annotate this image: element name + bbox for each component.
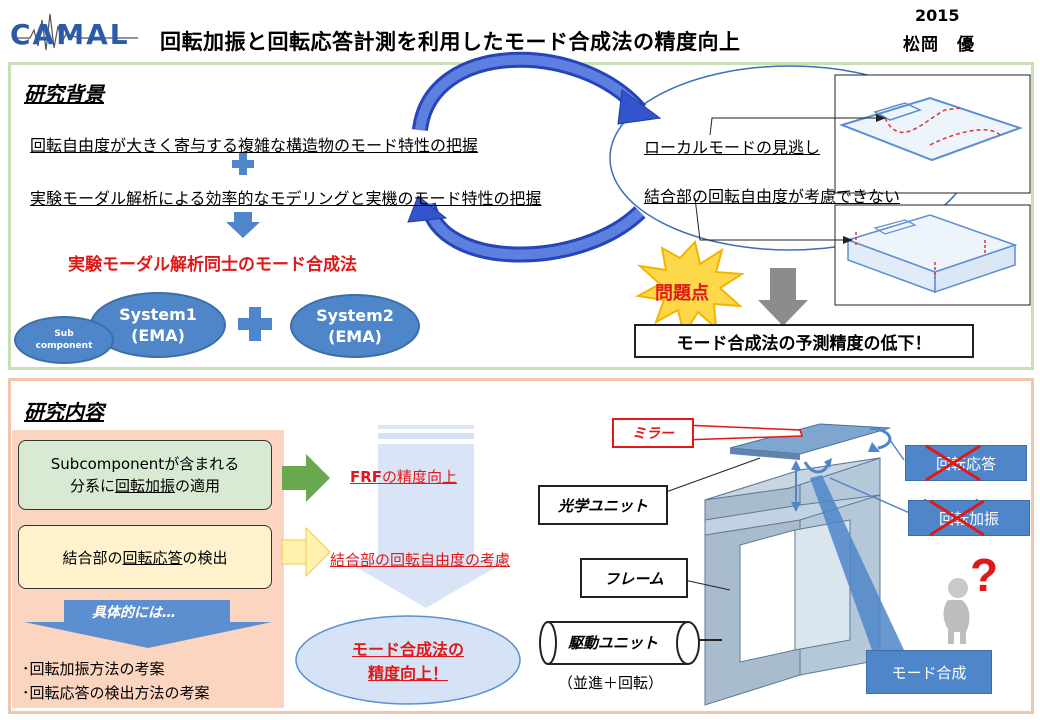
- optical-unit-label: 光学ユニット: [557, 496, 648, 515]
- optical-unit-label-box: 光学ユニット: [538, 485, 668, 525]
- rotational-response-label: 回転応答: [935, 454, 996, 473]
- problem-local-mode: ローカルモードの見逃し: [644, 138, 821, 157]
- mode-synthesis-box: モード合成: [866, 650, 992, 694]
- bullet-excitation-method: ･回転加振方法の考案: [22, 660, 165, 678]
- author: 松岡 優: [903, 35, 975, 55]
- problem-badge: 問題点: [655, 283, 709, 304]
- method-label: 実験モーダル解析同士のモード合成法: [68, 255, 357, 275]
- rotational-excitation-task: Subcomponentが含まれる 分系に回転加振の適用: [18, 440, 272, 510]
- subcomponent-ellipse: Sub component: [14, 316, 114, 364]
- bullet-response-method: ･回転応答の検出方法の考案: [22, 684, 210, 702]
- goal-line1: モード合成法の: [351, 640, 464, 659]
- content-heading: 研究内容: [24, 400, 104, 424]
- rotational-excitation-box: 回転加振: [908, 500, 1030, 536]
- subcomponent-label: Sub component: [35, 329, 93, 351]
- task1-ul: 回転加振: [114, 477, 175, 495]
- rotational-excitation-label: 回転加振: [938, 509, 999, 528]
- frf-label: FRF: [350, 468, 383, 486]
- task2-pre: 結合部の: [62, 548, 123, 567]
- task1-line1: Subcomponentが含まれる: [50, 455, 240, 473]
- question-mark-icon: ?: [970, 549, 999, 601]
- goal-line2: 精度向上！: [367, 664, 448, 683]
- background-line2: 実験モーダル解析による効率的なモデリングと実機のモード特性の把握: [30, 189, 542, 208]
- system1-label: System1: [119, 305, 197, 324]
- frame-label-box: フレーム: [580, 558, 688, 598]
- logo-waveform: [12, 13, 138, 51]
- conclusion-box: モード合成法の予測精度の低下！: [634, 324, 974, 358]
- mirror-label-box: ミラー: [612, 418, 694, 448]
- joint-rotation-result: 結合部の回転自由度の考慮: [330, 551, 511, 569]
- task1-post: の適用: [175, 477, 221, 495]
- task2-post: の検出: [182, 548, 228, 567]
- frf-post: の精度向上: [382, 468, 458, 486]
- drive-unit-label: 駆動ユニット: [568, 634, 659, 652]
- background-heading: 研究背景: [24, 82, 104, 106]
- page-title: 回転加振と回転応答計測を利用したモード合成法の精度向上: [160, 30, 741, 54]
- drive-unit-sub: （並進＋回転）: [558, 674, 664, 692]
- task1-line2: 分系に回転加振の適用: [70, 475, 220, 497]
- mode-synthesis-label: モード合成: [891, 663, 967, 682]
- camal-logo: CAMAL: [10, 8, 140, 54]
- system2-ellipse: System2 (EMA): [290, 294, 420, 358]
- specifically-label: 具体的には…: [92, 605, 176, 621]
- conclusion-text: モード合成法の予測精度の低下！: [676, 333, 932, 354]
- mirror-label: ミラー: [632, 426, 674, 442]
- problem-rotation-dof: 結合部の回転自由度が考慮できない: [644, 187, 901, 206]
- system2-sub: (EMA): [328, 327, 382, 346]
- background-line1: 回転自由度が大きく寄与する複雑な構造物のモード特性の把握: [30, 136, 479, 155]
- logo-text: CAMAL: [10, 18, 130, 51]
- task1-pre: 分系に: [69, 477, 115, 495]
- goal-text: モード合成法の 精度向上！: [310, 638, 506, 686]
- system1-sub: (EMA): [131, 326, 185, 345]
- task2-ul: 回転応答: [122, 548, 183, 567]
- frf-accuracy-result: FRFの精度向上: [350, 466, 457, 487]
- rotational-response-box: 回転応答: [905, 445, 1027, 481]
- year: 2015: [915, 6, 960, 25]
- frame-label: フレーム: [604, 569, 664, 588]
- system2-label: System2: [316, 306, 394, 325]
- rotational-response-task: 結合部の回転応答の検出: [18, 525, 272, 589]
